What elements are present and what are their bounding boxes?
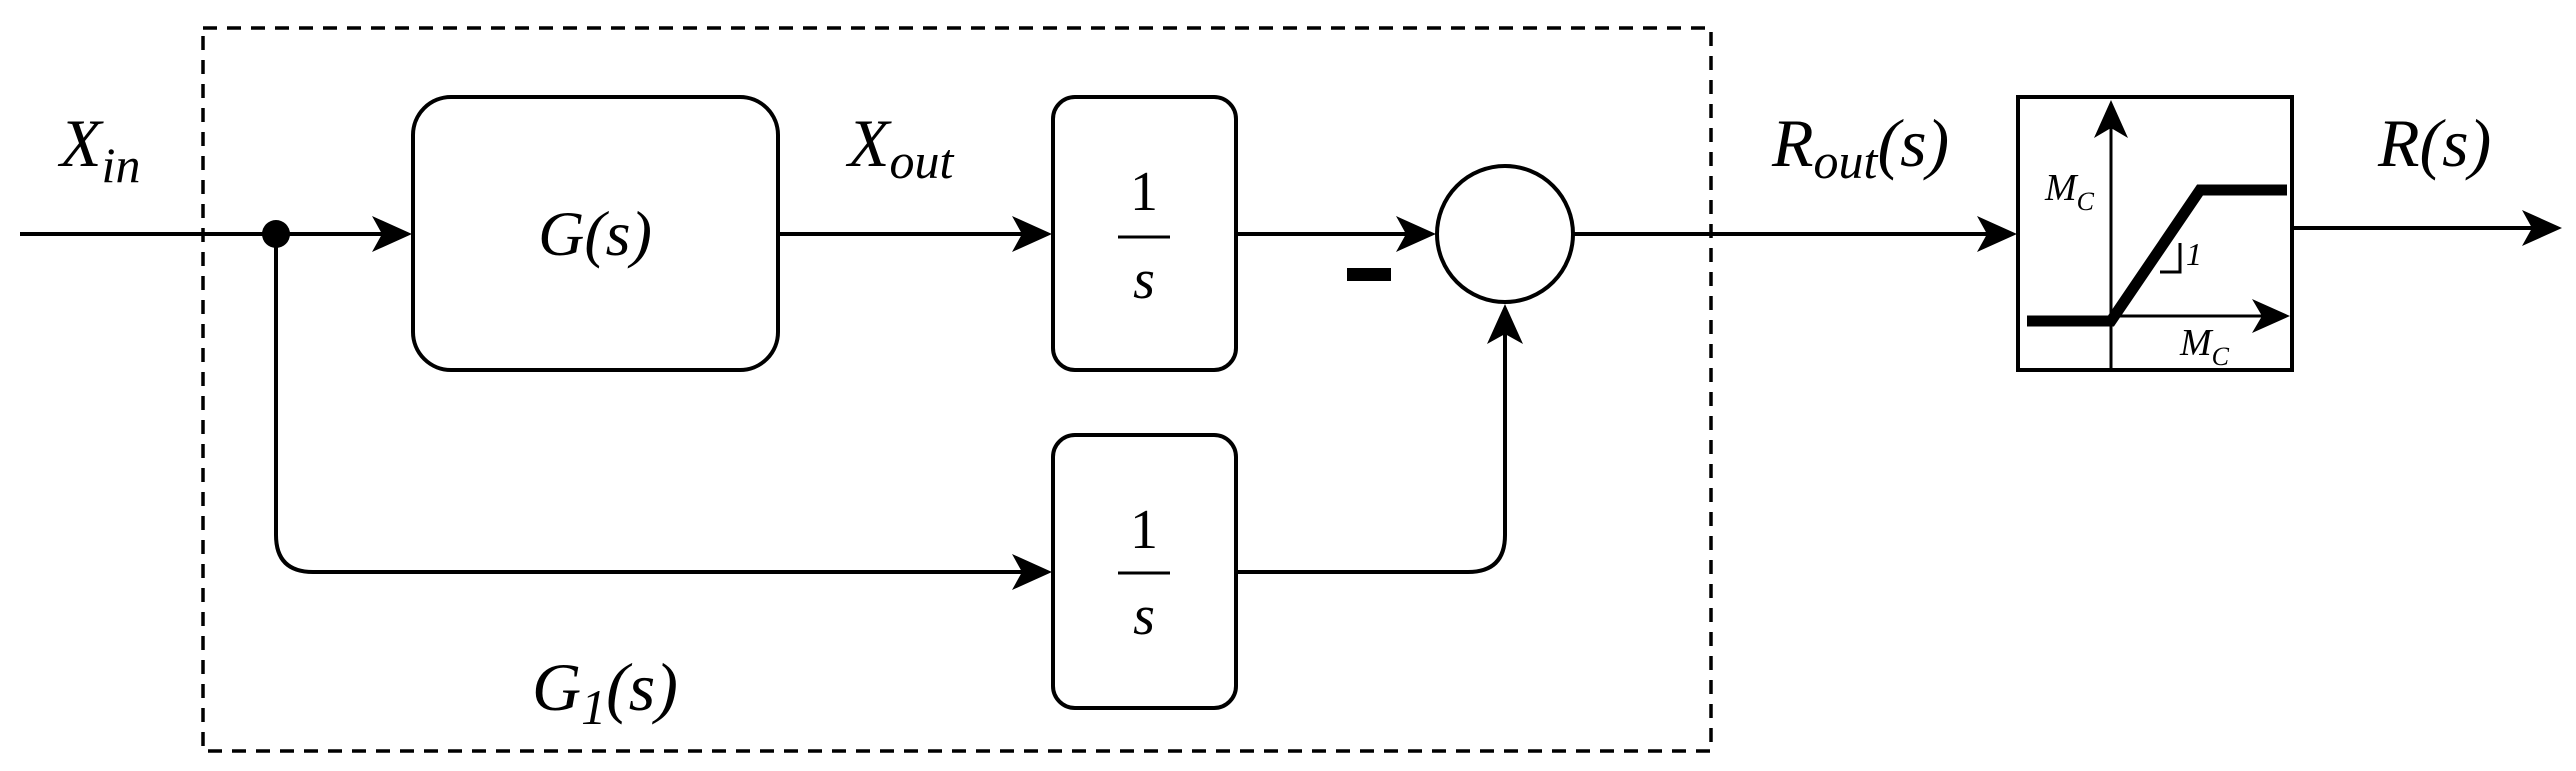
top-integrator-block <box>1051 95 1238 372</box>
saturation-curve <box>2027 184 2287 327</box>
g1-subsystem-boundary <box>201 26 1713 753</box>
output-signal-label: R(s) <box>2377 105 2491 181</box>
arrow-into-sum-left <box>1396 216 1436 252</box>
saturation-x-axis-arrow <box>2252 299 2290 333</box>
arrow-into-top-integrator <box>1012 216 1052 252</box>
bottom-integrator-denominator: s <box>1133 585 1155 647</box>
input-signal-label: Xin <box>57 105 140 193</box>
saturation-x-label: MC <box>2179 322 2230 371</box>
gs-block-label: G(s) <box>538 198 652 269</box>
bottom-integrator-numerator: 1 <box>1130 499 1158 561</box>
arrow-into-saturation <box>1977 216 2017 252</box>
top-integrator-numerator: 1 <box>1130 161 1158 223</box>
arrow-into-bottom-integrator <box>1012 554 1052 590</box>
saturation-y-axis-arrow <box>2094 100 2128 138</box>
bottom-to-sum-line <box>1236 316 1507 574</box>
minus-sign <box>1347 268 1391 281</box>
lower-branch-line <box>274 234 1040 574</box>
saturation-slope-triangle <box>2160 243 2182 274</box>
saturation-block <box>2016 95 2294 372</box>
summing-junction <box>1435 164 1575 304</box>
saturation-slope-label: 1 <box>2186 236 2202 272</box>
saturation-y-label: MC <box>2044 167 2095 216</box>
rout-signal-label: Rout(s) <box>1771 105 1949 189</box>
g1-subsystem-label: G1(s) <box>532 649 678 735</box>
xout-signal-label: Xout <box>845 105 955 189</box>
arrow-output <box>2522 210 2562 246</box>
top-integrator-denominator: s <box>1133 249 1155 311</box>
arrow-into-sum-bottom <box>1487 304 1523 344</box>
arrow-into-gs <box>372 216 412 252</box>
